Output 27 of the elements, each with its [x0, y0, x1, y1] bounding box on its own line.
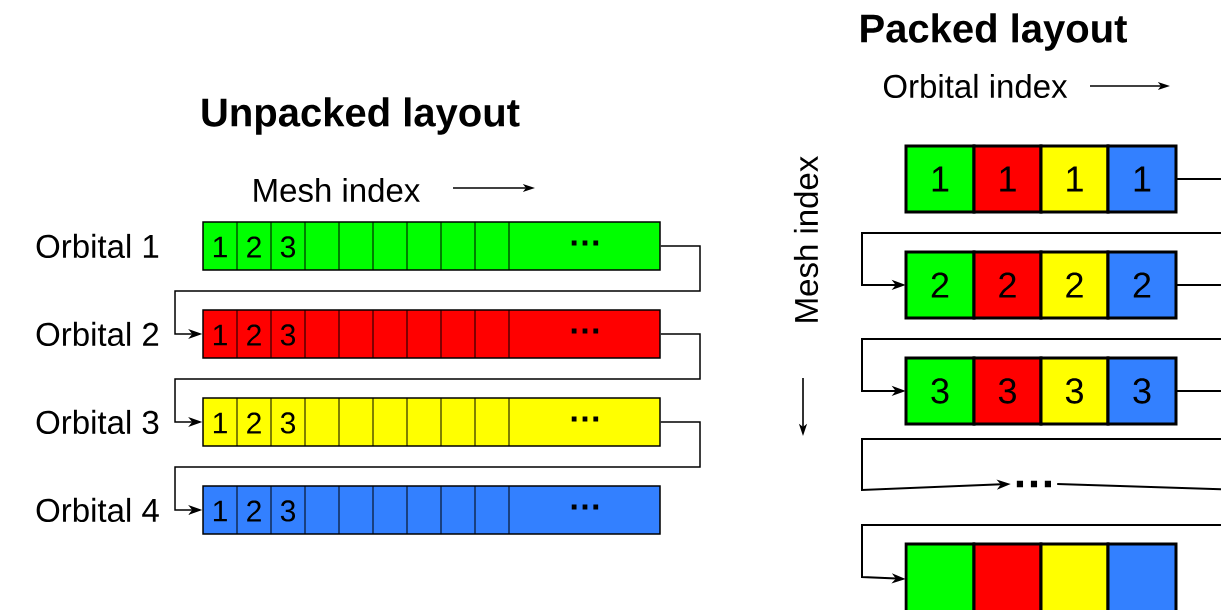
memory-row: 1 1 1 1: [904, 144, 1178, 214]
memory-row: 2 2 2 2: [904, 250, 1178, 320]
row-label: Orbital 1: [36, 233, 159, 259]
node-label: 3: [1065, 378, 1083, 404]
memory-row: 1 2 3 …: [202, 309, 661, 359]
heading: Packed layout: [861, 13, 1127, 51]
memory-row: 1 2 3 …: [202, 485, 661, 535]
node-label: 2: [1066, 272, 1083, 298]
row-label: Orbital 4: [36, 497, 159, 523]
node-label: 3: [998, 378, 1016, 404]
axis-label: Orbital index: [883, 73, 1068, 99]
node-label: 2: [999, 272, 1016, 298]
node-label: 2: [1133, 272, 1151, 298]
heading: Unpacked layout: [202, 97, 520, 135]
row-label: Orbital 3: [36, 409, 159, 435]
arrow: [861, 390, 1221, 492]
memory-row: 3 3 3 3: [904, 356, 1178, 426]
memory-row: 1 2 3 …: [202, 221, 661, 271]
row-label: Orbital 2: [36, 321, 159, 347]
node-label: 3: [1133, 378, 1151, 404]
memory-row: 1 2 3 …: [202, 397, 661, 447]
axis-label: Mesh index: [793, 156, 819, 322]
memory-row: [904, 542, 1178, 610]
node-label: 1: [1134, 166, 1151, 192]
ellipsis: …: [1016, 480, 1051, 488]
node-label: 1: [1067, 166, 1083, 192]
node-label: 1: [1000, 166, 1016, 192]
